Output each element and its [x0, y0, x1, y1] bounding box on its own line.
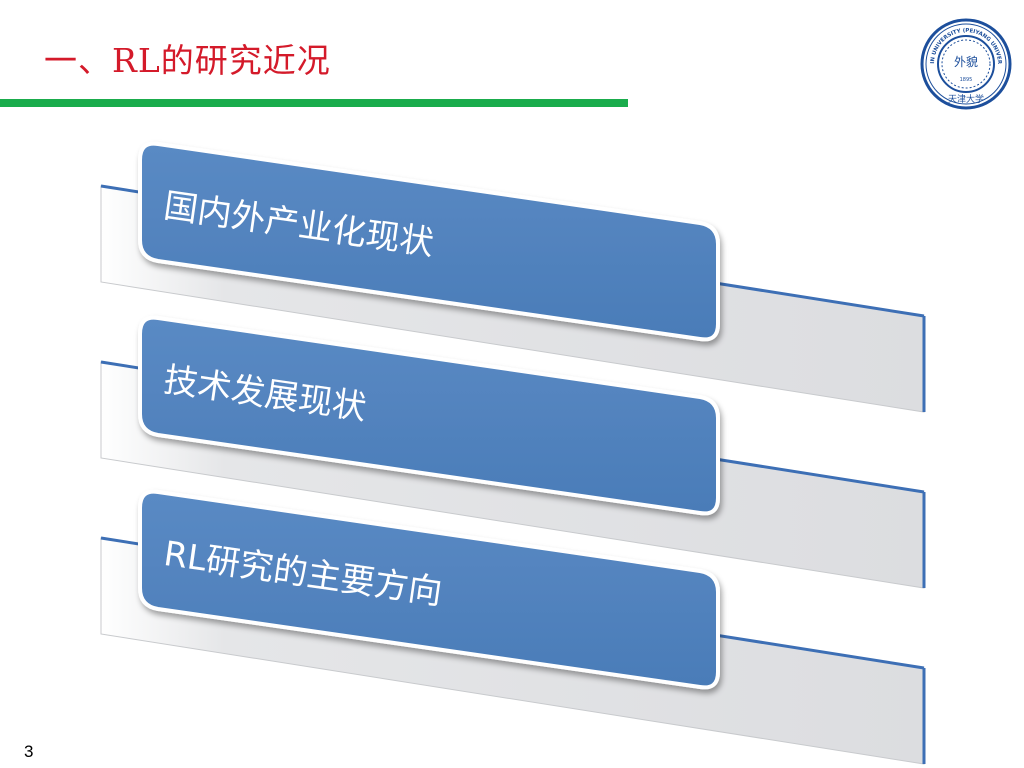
step-box-2 [138, 315, 720, 516]
logo-year: 1895 [960, 77, 973, 83]
title-underline [0, 99, 628, 107]
step-box-1 [138, 141, 720, 342]
step-box-3 [138, 489, 720, 690]
logo-script: 天津大学 [948, 93, 984, 105]
page-number: 3 [24, 742, 34, 761]
slide-title: 一、RL的研究近况 [44, 41, 331, 80]
university-seal-icon: TIANJIN UNIVERSITY (PEIYANG UNIVERSITY) … [920, 18, 1012, 110]
logo-emblem: 外貌 [954, 54, 978, 69]
